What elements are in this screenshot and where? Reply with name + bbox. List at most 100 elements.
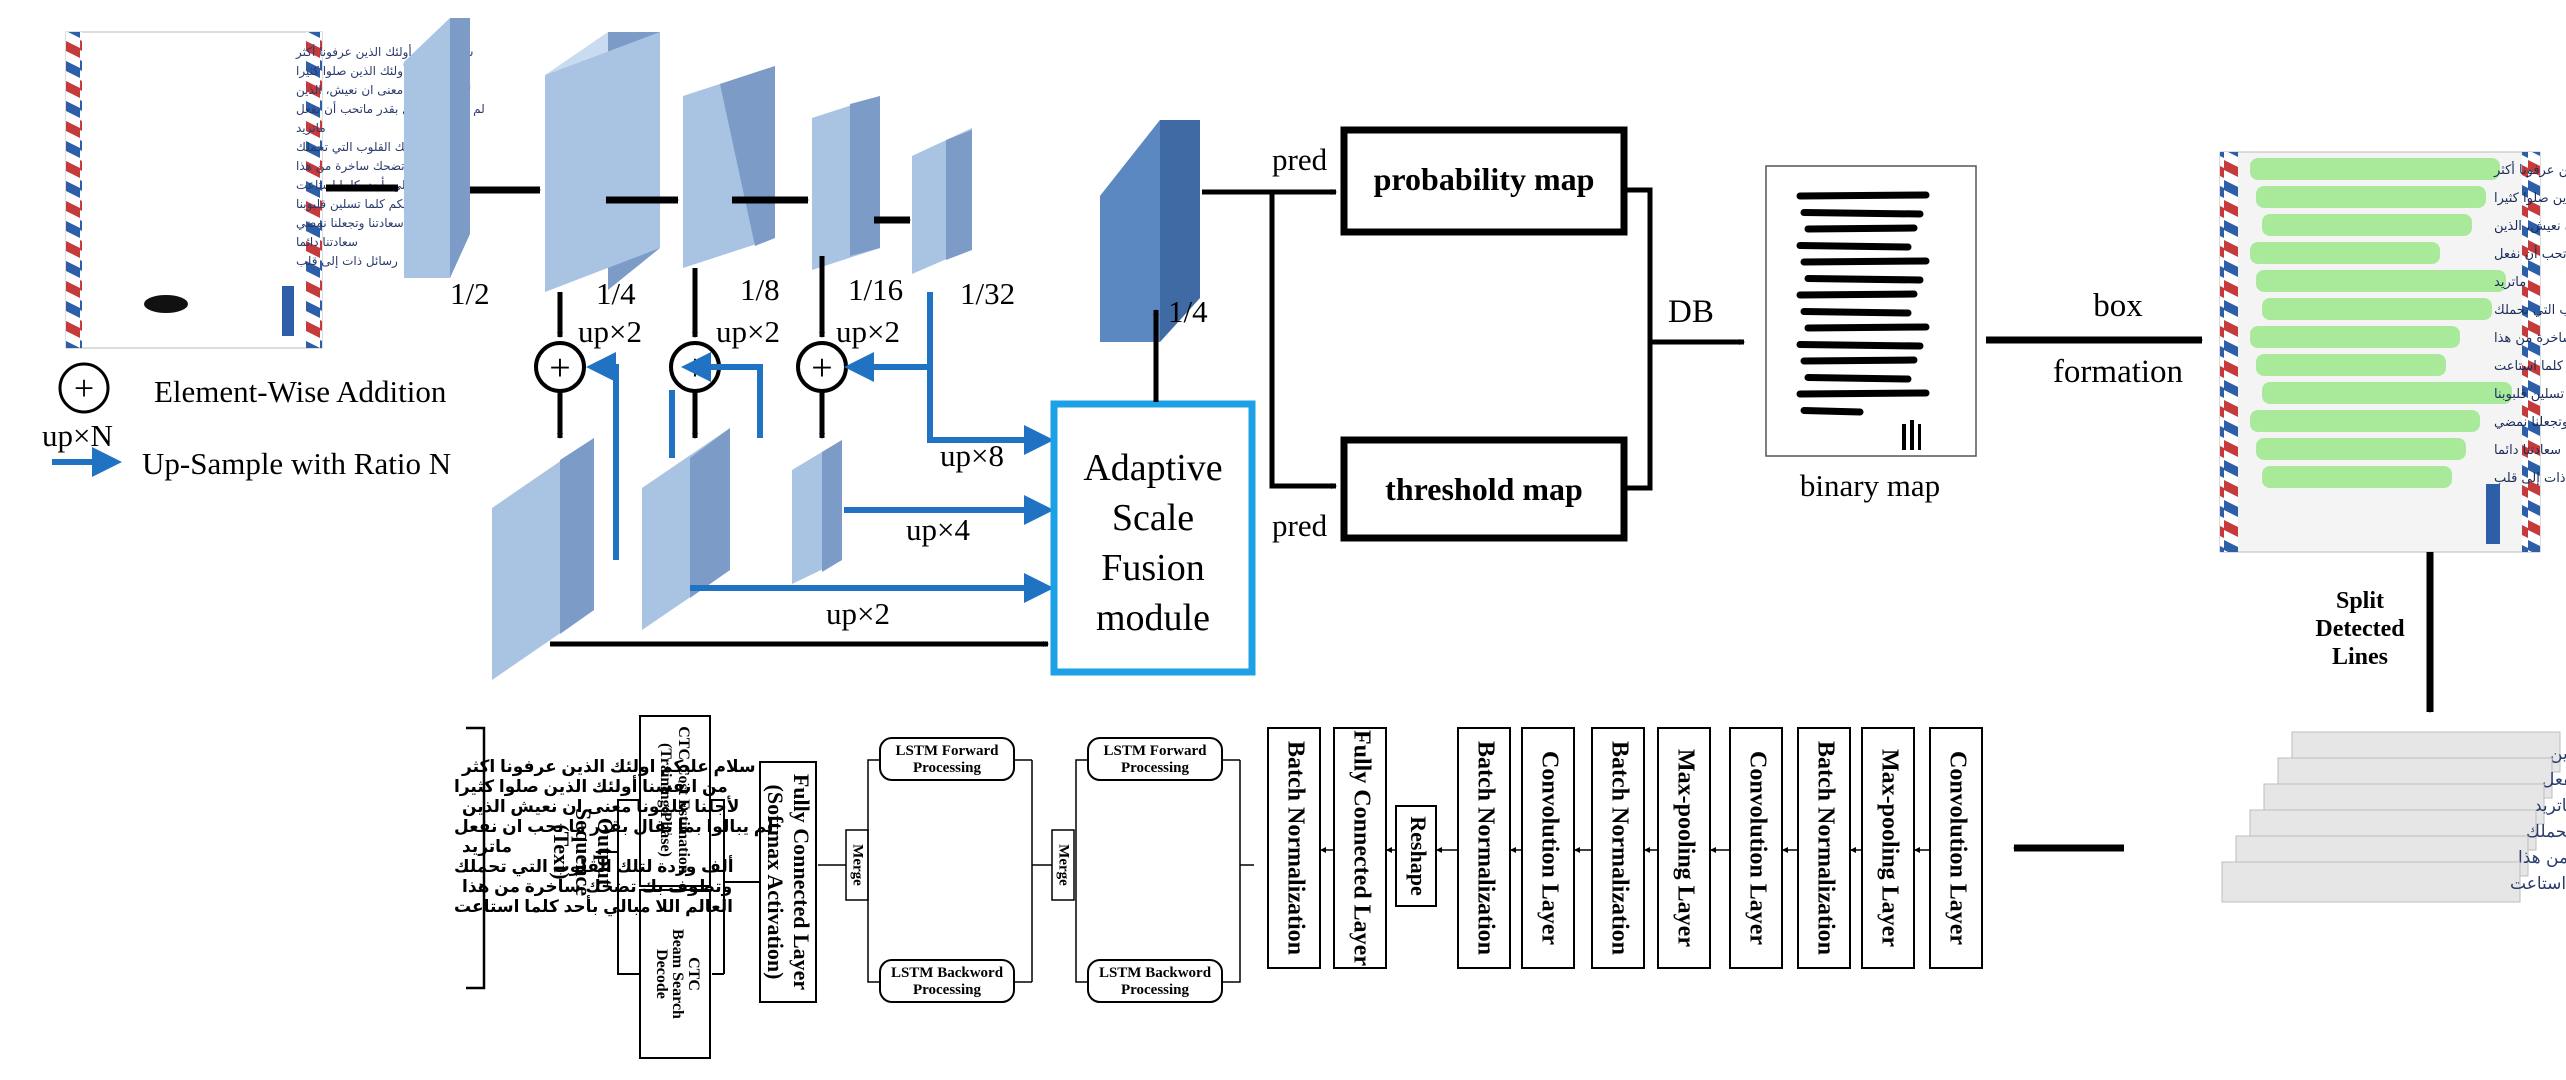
layer-label: Reshape xyxy=(1406,816,1431,896)
feature-block-1-32 xyxy=(912,128,972,274)
lstm-backward-box-2 xyxy=(1087,959,1223,1003)
binary-map-label: binary map xyxy=(1800,468,1940,503)
ctc-cost-line-2: (Training Phase) xyxy=(657,743,674,857)
pred-label-top: pred xyxy=(1272,142,1328,177)
layer-box-fully-connected-layer xyxy=(1333,727,1387,969)
plus-icon: + xyxy=(811,347,832,389)
detected-line-text: سعادتنا دائما xyxy=(2494,443,2561,458)
output-text-line: لم يبالوا بما يقال بقدر ما نحب ان نفعل xyxy=(454,817,773,837)
binary-line-stripe xyxy=(1800,209,1924,218)
detected-line-box xyxy=(2262,214,2472,236)
output-text-line: العالم اللا مبالي بأحد كلما استاعت xyxy=(454,895,733,917)
layer-box-batch-normalization xyxy=(1591,727,1645,969)
asf-line: Scale xyxy=(1112,497,1194,539)
db-label: DB xyxy=(1668,294,1714,330)
lstm-forward-text: LSTM Forward xyxy=(896,743,1000,759)
detected-line-box xyxy=(2250,242,2440,264)
binary-line-stripe xyxy=(1804,275,1924,284)
lstm-backward-text: Processing xyxy=(913,982,982,998)
feature-block-1-2 xyxy=(404,18,470,278)
detected-line-box xyxy=(2262,298,2492,320)
layer-box-max-pooling-layer xyxy=(1657,727,1711,969)
box-formation-label: formation xyxy=(2053,354,2183,390)
ctc-decode-line-2: Beam Search xyxy=(669,929,686,1019)
line-crop-text: وتطوف بك، تضحك ساخرة من هذا xyxy=(2518,848,2566,868)
detected-line-box xyxy=(2256,438,2466,460)
layer-label: Convolution Layer xyxy=(1744,751,1770,945)
output-bracket xyxy=(466,726,486,990)
binary-line-stripe xyxy=(1796,389,1930,398)
fpn-block-1-16 xyxy=(792,440,842,584)
legend: + Element-Wise Addition up×N Up-Sample w… xyxy=(42,362,451,481)
split-label: Split xyxy=(2336,588,2384,614)
detected-line-box xyxy=(2262,382,2512,404)
detected-line-text: العالم اللا مبالي بأحد، كلما استاعت xyxy=(2494,356,2566,374)
feature-block-1-16 xyxy=(812,96,880,270)
detected-line-box xyxy=(2250,158,2500,180)
asf-line: Fusion xyxy=(1101,547,1204,589)
scale-label-1-32: 1/32 xyxy=(960,276,1015,311)
line-crop-text: ألف وردة لتلك القلوب التي تحملك xyxy=(2526,820,2566,842)
detected-line-text: رسائل ذات إلى قلب xyxy=(2494,471,2566,486)
binary-line-stripe xyxy=(1796,290,1918,299)
layer-box-convolution-layer xyxy=(1929,727,1983,969)
output-text-line: لأجلنا علمونا معنى ان نعيش الذين xyxy=(462,796,739,817)
ctc-blocks: CTC Cost Estimation (Training Phase) CTC… xyxy=(595,715,760,1059)
letter-line-text: رسائل ذات إلى قلب xyxy=(296,254,398,269)
fpn-block-1-8 xyxy=(642,428,730,630)
fpn-vertical-arrows xyxy=(557,256,825,439)
lstm-section: LSTM Forward Processing LSTM Backword Pr… xyxy=(818,737,1254,1003)
feature-block-1-4 xyxy=(545,32,660,292)
lstm-forward-box-1 xyxy=(879,737,1015,781)
lstm-backward-text: LSTM Backword xyxy=(891,965,1004,981)
line-crop-text: لم يبالوا بما يقال بقدر ماتحب أن نفعل xyxy=(2542,768,2566,790)
detected-line-box xyxy=(2256,354,2446,376)
binary-line-stripe xyxy=(1804,323,1930,332)
binary-line-stripe xyxy=(1800,308,1912,317)
asf-line: module xyxy=(1096,597,1210,639)
lstm-backward-box-1 xyxy=(879,959,1015,1003)
detected-line-text: سلام عليكم أولئك الذين عرفونا أكثر xyxy=(2493,161,2566,178)
lstm-forward-text: LSTM Forward xyxy=(1104,743,1208,759)
detected-line-text: من أنفسنا، أولئك الذين صلوا كثيرا xyxy=(2494,189,2566,206)
fpn-block-1-4 xyxy=(492,438,594,680)
detected-letter-image: سلام عليكم أولئك الذين عرفونا أكثر من أنف… xyxy=(2219,151,2566,553)
upsample-label: up×2 xyxy=(836,314,900,349)
scale-label-1-4: 1/4 xyxy=(596,276,636,311)
layer-box-convolution-layer xyxy=(1729,727,1783,969)
merge-label: Merge xyxy=(850,844,866,886)
threshold-map-box: threshold map xyxy=(1340,436,1628,542)
detected-line-text: ماتريد xyxy=(2494,275,2526,290)
upsample-label: up×2 xyxy=(578,314,642,349)
plus-icon: + xyxy=(74,368,94,408)
recognition-layers: Convolution Layer Max-pooling Layer Batch … xyxy=(1267,727,1983,969)
detected-line-box xyxy=(2250,410,2480,432)
layer-box-max-pooling-layer xyxy=(1861,727,1915,969)
ctc-cost-line-1: CTC Cost Estimation xyxy=(675,726,692,874)
layer-box-reshape xyxy=(1395,805,1437,907)
lstm-backward-text: LSTM Backword xyxy=(1099,965,1212,981)
legend-upsample-label: Up-Sample with Ratio N xyxy=(142,446,451,481)
layer-label: Batch Normalization xyxy=(1606,741,1632,955)
upsample-label-x4: up×4 xyxy=(906,512,970,547)
layer-label: Convolution Layer xyxy=(1536,751,1562,945)
output-label-line-3: (Text) xyxy=(549,824,574,879)
upsample-label-x8: up×8 xyxy=(940,438,1004,473)
scale-label-1-8: 1/8 xyxy=(740,272,780,307)
output-text-line: ماتريد xyxy=(462,837,512,857)
box-formation-label: box xyxy=(2093,288,2143,324)
detected-line-text: وتطوف بك، تضحك ساخرة من هذا xyxy=(2494,331,2566,346)
layer-label: Batch Normalization xyxy=(1282,741,1308,955)
binary-line-stripe xyxy=(1800,407,1864,416)
adaptive-scale-fusion-module: Adaptive Scale Fusion module xyxy=(1050,400,1256,676)
addition-legend-icon xyxy=(58,362,110,414)
lstm-forward-text: Processing xyxy=(913,760,982,776)
layer-label: Max-pooling Layer xyxy=(1672,749,1698,947)
detected-line-text: سلام عليكم كلما تسلين قلبوبنا xyxy=(2494,387,2566,402)
pred-label-bottom: pred xyxy=(1272,508,1328,543)
asf-line: Adaptive xyxy=(1083,447,1222,489)
output-label-line-1: Output xyxy=(593,818,618,887)
